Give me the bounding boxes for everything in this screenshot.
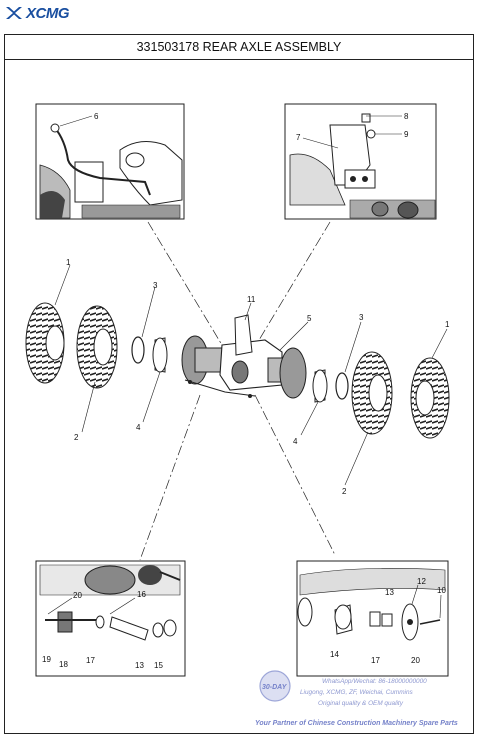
- drawing-frame: 331503178 REAR AXLE ASSEMBLY: [4, 34, 474, 734]
- watermark-badge-icon: [259, 670, 291, 702]
- callout-13-left: 13: [135, 661, 144, 670]
- detail-box-bottom-right: [296, 560, 449, 677]
- callout-19: 19: [42, 655, 51, 664]
- callout-1-right: 1: [445, 320, 450, 329]
- callout-4-left: 4: [136, 423, 141, 432]
- rim-left: [152, 337, 168, 373]
- callout-11: 11: [247, 295, 256, 304]
- callout-7: 7: [296, 133, 301, 142]
- tire-right-inner: [351, 351, 393, 435]
- tire-left-outer: [25, 302, 65, 384]
- callout-5: 5: [307, 314, 312, 323]
- callout-9: 9: [404, 130, 409, 139]
- callout-8: 8: [404, 112, 409, 121]
- callout-17-left: 17: [86, 656, 95, 665]
- detail-box-top-right: [284, 103, 437, 220]
- axle-housing: [181, 314, 307, 399]
- page-title: 331503178 REAR AXLE ASSEMBLY: [5, 35, 473, 60]
- watermark-line-4: Your Partner of Chinese Construction Mac…: [255, 720, 458, 727]
- tire-right-outer: [410, 357, 450, 439]
- callout-12: 12: [417, 577, 426, 586]
- callout-2-right: 2: [342, 487, 347, 496]
- callout-15: 15: [154, 661, 163, 670]
- ring-right: [335, 372, 349, 400]
- callout-6: 6: [94, 112, 99, 121]
- detail-box-bottom-left: [35, 560, 186, 677]
- detail-box-top-left: [35, 103, 185, 220]
- ring-left: [131, 336, 145, 364]
- dash-dot-leaders: [139, 221, 336, 561]
- callout-17-right: 17: [371, 656, 380, 665]
- tire-left-inner: [76, 305, 118, 389]
- xcmg-logo: XCMG: [4, 4, 70, 22]
- rim-right: [312, 369, 328, 403]
- callout-20-right: 20: [411, 656, 420, 665]
- callout-1-left: 1: [66, 258, 71, 267]
- callout-4-right: 4: [293, 437, 298, 446]
- callout-3-left: 3: [153, 281, 158, 290]
- callout-18: 18: [59, 660, 68, 669]
- watermark: 30-DAY WhatsApp/Wechat: 86-18000000000 L…: [255, 670, 458, 727]
- logo-text: XCMG: [26, 4, 70, 22]
- callout-10: 10: [437, 586, 446, 595]
- callout-2-left: 2: [74, 433, 79, 442]
- watermark-badge: 30-DAY: [262, 684, 288, 691]
- callout-13-right: 13: [385, 588, 394, 597]
- watermark-line-2: Liugong, XCMG, ZF, Weichai, Cummins: [300, 689, 414, 696]
- callout-14: 14: [330, 650, 339, 659]
- callout-labels: 1 2 3 4 11 5 3 1 4 2 6 7 8 9 20 16 19 18…: [42, 112, 450, 670]
- watermark-line-1: WhatsApp/Wechat: 86-18000000000: [322, 678, 427, 685]
- callout-3-right: 3: [359, 313, 364, 322]
- watermark-line-3: Original quality & OEM quality: [318, 700, 404, 707]
- xcmg-logo-mark-icon: [6, 7, 22, 19]
- callout-20-left: 20: [73, 591, 82, 600]
- callout-16: 16: [137, 590, 146, 599]
- callout-leaders: [54, 264, 448, 486]
